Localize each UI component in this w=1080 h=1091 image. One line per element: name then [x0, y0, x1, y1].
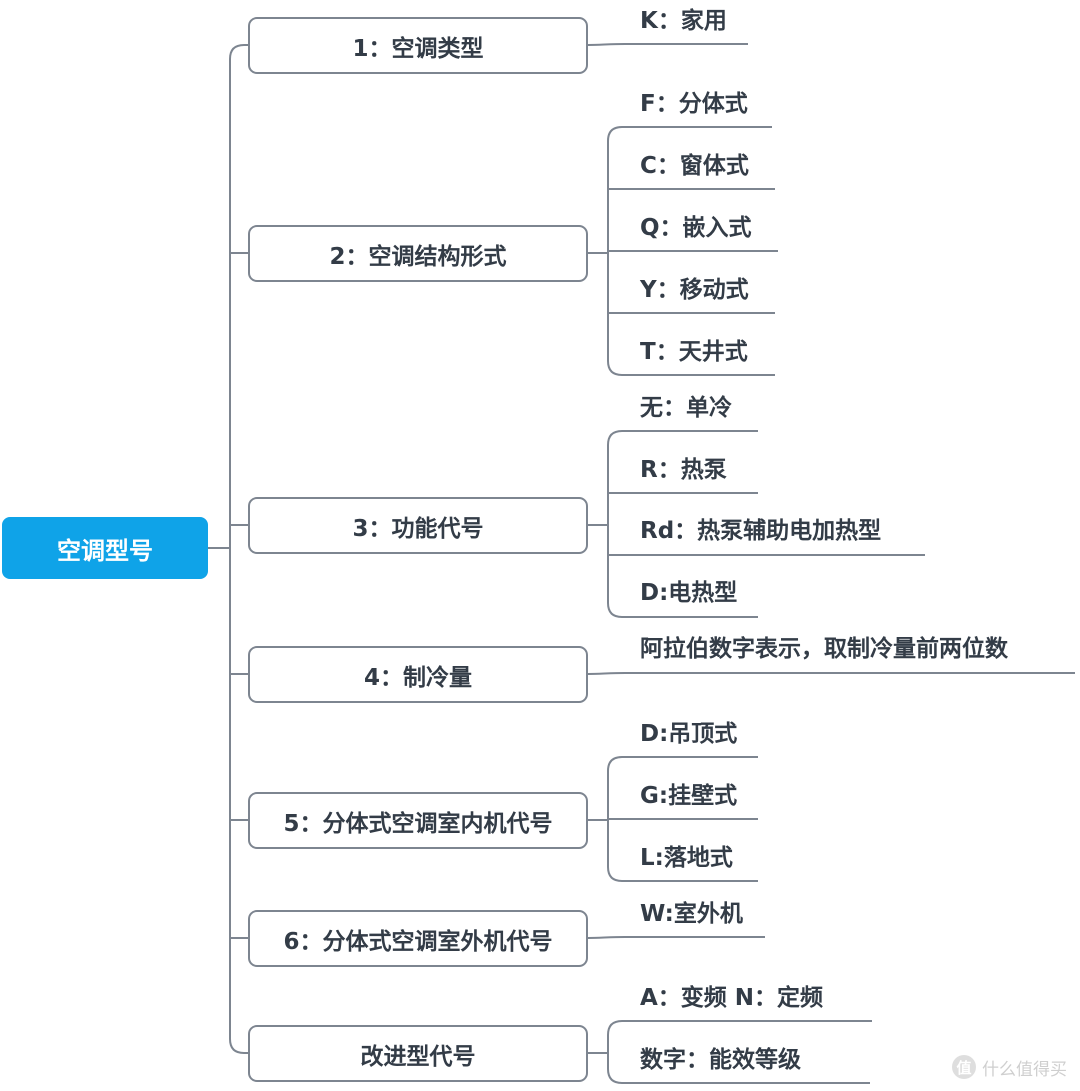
- leaf-line-2-5: [607, 360, 775, 376]
- branch-node-outdoor-unit[interactable]: 6：分体式空调室外机代号: [248, 910, 588, 967]
- leaf-line-6-1: [587, 936, 765, 939]
- leaf-rd-aux-heating[interactable]: Rd：热泵辅助电加热型: [640, 518, 882, 544]
- watermark: 值 什么值得买: [952, 1052, 1067, 1082]
- watermark-logo-icon: 值: [952, 1055, 976, 1079]
- leaf-t-ceiling[interactable]: T：天井式: [640, 339, 748, 365]
- leaf-l-floor-standing[interactable]: L:落地式: [640, 845, 733, 871]
- branch-node-cooling-capacity[interactable]: 4：制冷量: [248, 646, 588, 703]
- branch-connector-7: [229, 1038, 248, 1054]
- leaf-k-household[interactable]: K：家用: [640, 8, 727, 34]
- leaf-line-3-1: [607, 430, 758, 446]
- leaf-r-heat-pump[interactable]: R：热泵: [640, 457, 727, 483]
- leaf-line-5-3: [607, 866, 758, 882]
- branch-node-type[interactable]: 1：空调类型: [248, 17, 588, 74]
- leaf-line-5-1: [607, 756, 758, 772]
- leaf-w-outdoor[interactable]: W:室外机: [640, 901, 743, 927]
- leaf-line-7-1: [607, 1020, 872, 1036]
- leaf-d-electric[interactable]: D:电热型: [640, 580, 738, 606]
- watermark-text: 什么值得买: [982, 1059, 1067, 1080]
- leaf-line-4-1: [587, 672, 1075, 675]
- branch-node-function[interactable]: 3：功能代号: [248, 497, 588, 554]
- leaf-y-mobile[interactable]: Y：移动式: [640, 277, 749, 303]
- leaf-line-1-1: [587, 43, 748, 46]
- leaf-line-7-2: [607, 1068, 870, 1084]
- leaf-f-split[interactable]: F：分体式: [640, 91, 748, 117]
- leaf-line-2-1: [607, 126, 772, 142]
- branch-connector-1: [229, 44, 248, 60]
- leaf-line-3-4: [607, 602, 758, 618]
- leaf-inverter-fixed[interactable]: A：变频 N：定频: [640, 985, 824, 1011]
- branch-node-structure[interactable]: 2：空调结构形式: [248, 225, 588, 282]
- branch-node-improved[interactable]: 改进型代号: [248, 1025, 588, 1082]
- leaf-cooling-only[interactable]: 无：单冷: [640, 395, 732, 421]
- leaf-d-ceiling-hung[interactable]: D:吊顶式: [640, 721, 738, 747]
- root-node[interactable]: 空调型号: [2, 517, 208, 579]
- leaf-c-window[interactable]: C：窗体式: [640, 153, 749, 179]
- leaf-q-embedded[interactable]: Q：嵌入式: [640, 215, 752, 241]
- leaf-efficiency-grade[interactable]: 数字：能效等级: [640, 1047, 801, 1073]
- leaf-g-wall-mounted[interactable]: G:挂壁式: [640, 783, 738, 809]
- leaf-capacity-digits[interactable]: 阿拉伯数字表示，取制冷量前两位数: [640, 636, 1008, 662]
- branch-node-indoor-unit[interactable]: 5：分体式空调室内机代号: [248, 792, 588, 849]
